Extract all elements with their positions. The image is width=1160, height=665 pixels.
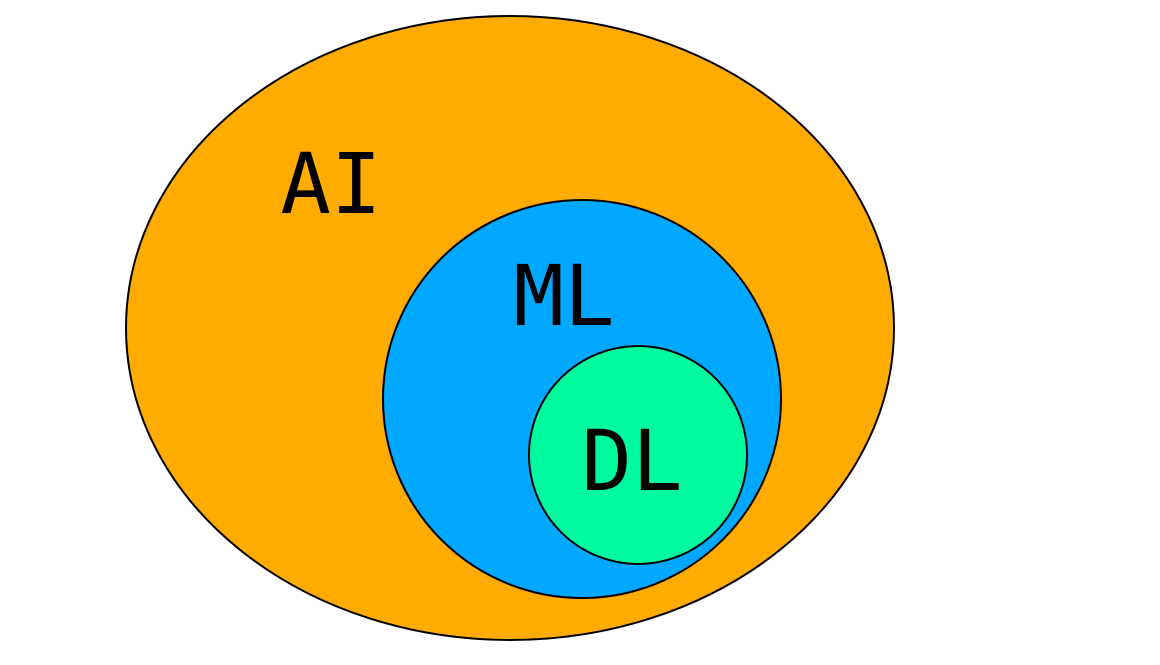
dl-set-circle bbox=[528, 345, 748, 565]
ml-set-label: ML bbox=[513, 247, 614, 345]
dl-set-label: DL bbox=[581, 412, 682, 510]
ai-set-label: AI bbox=[280, 135, 381, 233]
